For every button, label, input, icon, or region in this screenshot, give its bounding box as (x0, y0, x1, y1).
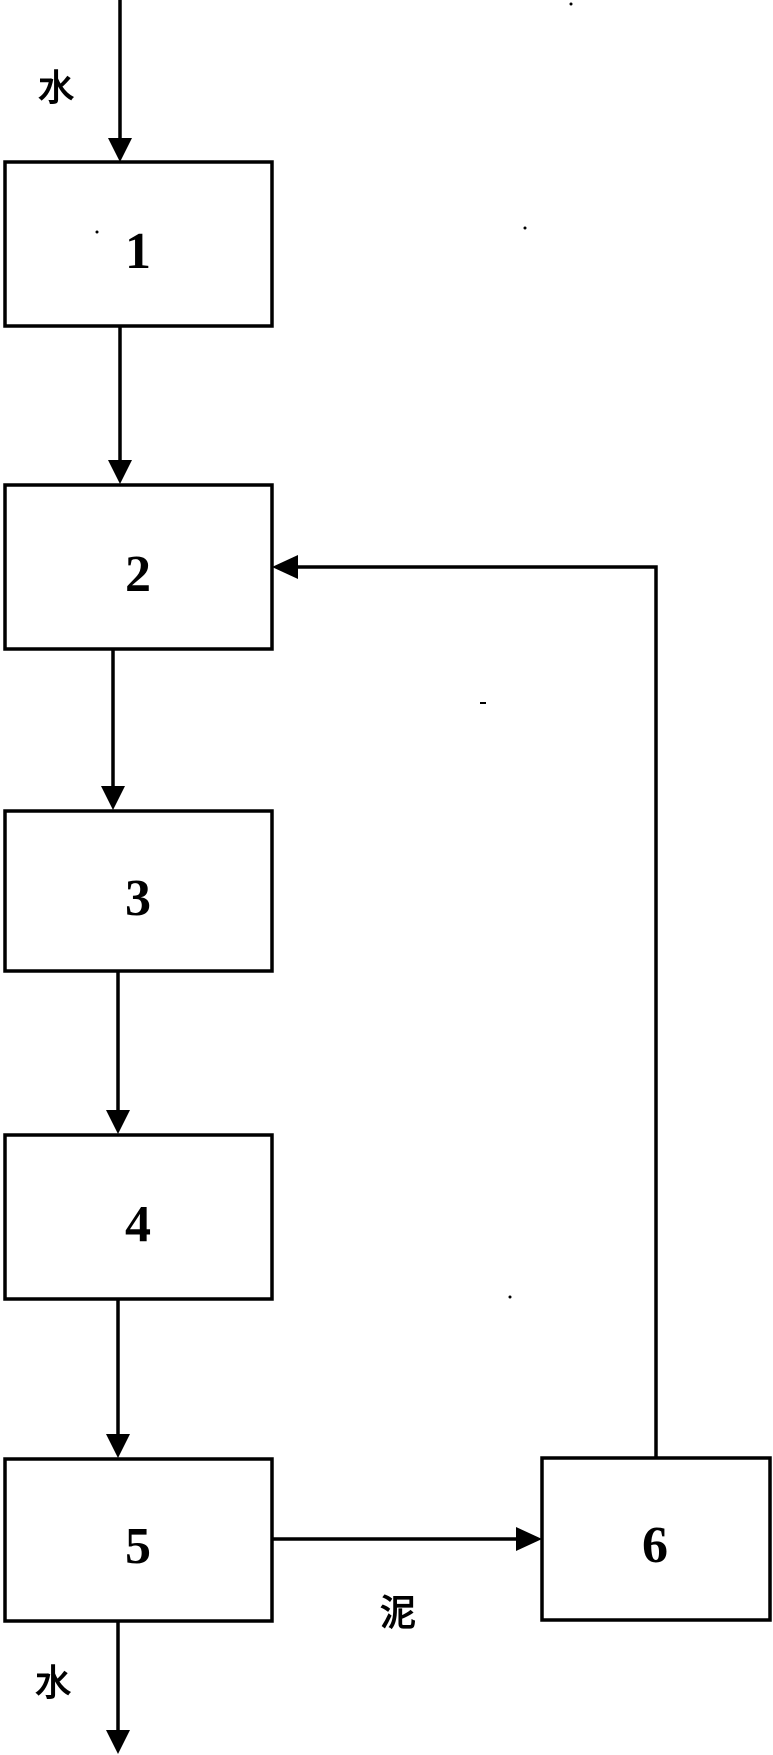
process-box-4-label: 4 (125, 1196, 151, 1253)
scan-speck (569, 2, 573, 6)
inflow-arrowhead (108, 138, 132, 162)
recycle-line-6-2 (296, 565, 658, 1458)
water-in-label: 水 (38, 68, 75, 109)
recycle-arrowhead-6-2 (272, 555, 298, 579)
outflow-arrowhead (106, 1730, 130, 1754)
process-box-3-label: 3 (125, 870, 151, 927)
process-box-6 (540, 1456, 772, 1622)
scan-speck (523, 226, 527, 230)
process-box-5 (3, 1457, 274, 1623)
water-out-label: 水 (35, 1663, 72, 1704)
scan-speck (95, 230, 99, 234)
flow-arrowhead-3-4 (106, 1110, 130, 1134)
process-box-1 (3, 160, 274, 328)
process-box-3 (3, 809, 274, 973)
flow-arrowhead-4-5 (106, 1434, 130, 1458)
process-box-6-label: 6 (642, 1517, 668, 1574)
flow-arrowhead-1-2 (108, 460, 132, 484)
sludge-label: 泥 (380, 1593, 416, 1634)
process-box-2-label: 2 (125, 546, 151, 603)
scan-speck (508, 1295, 512, 1299)
sludge-arrowhead-5-6 (516, 1527, 542, 1551)
process-box-1-label: 1 (125, 223, 151, 280)
process-box-4 (3, 1133, 274, 1301)
process-box-5-label: 5 (125, 1518, 151, 1575)
flow-arrowhead-2-3 (101, 786, 125, 810)
process-box-2 (3, 483, 274, 651)
scan-speck (480, 702, 486, 704)
